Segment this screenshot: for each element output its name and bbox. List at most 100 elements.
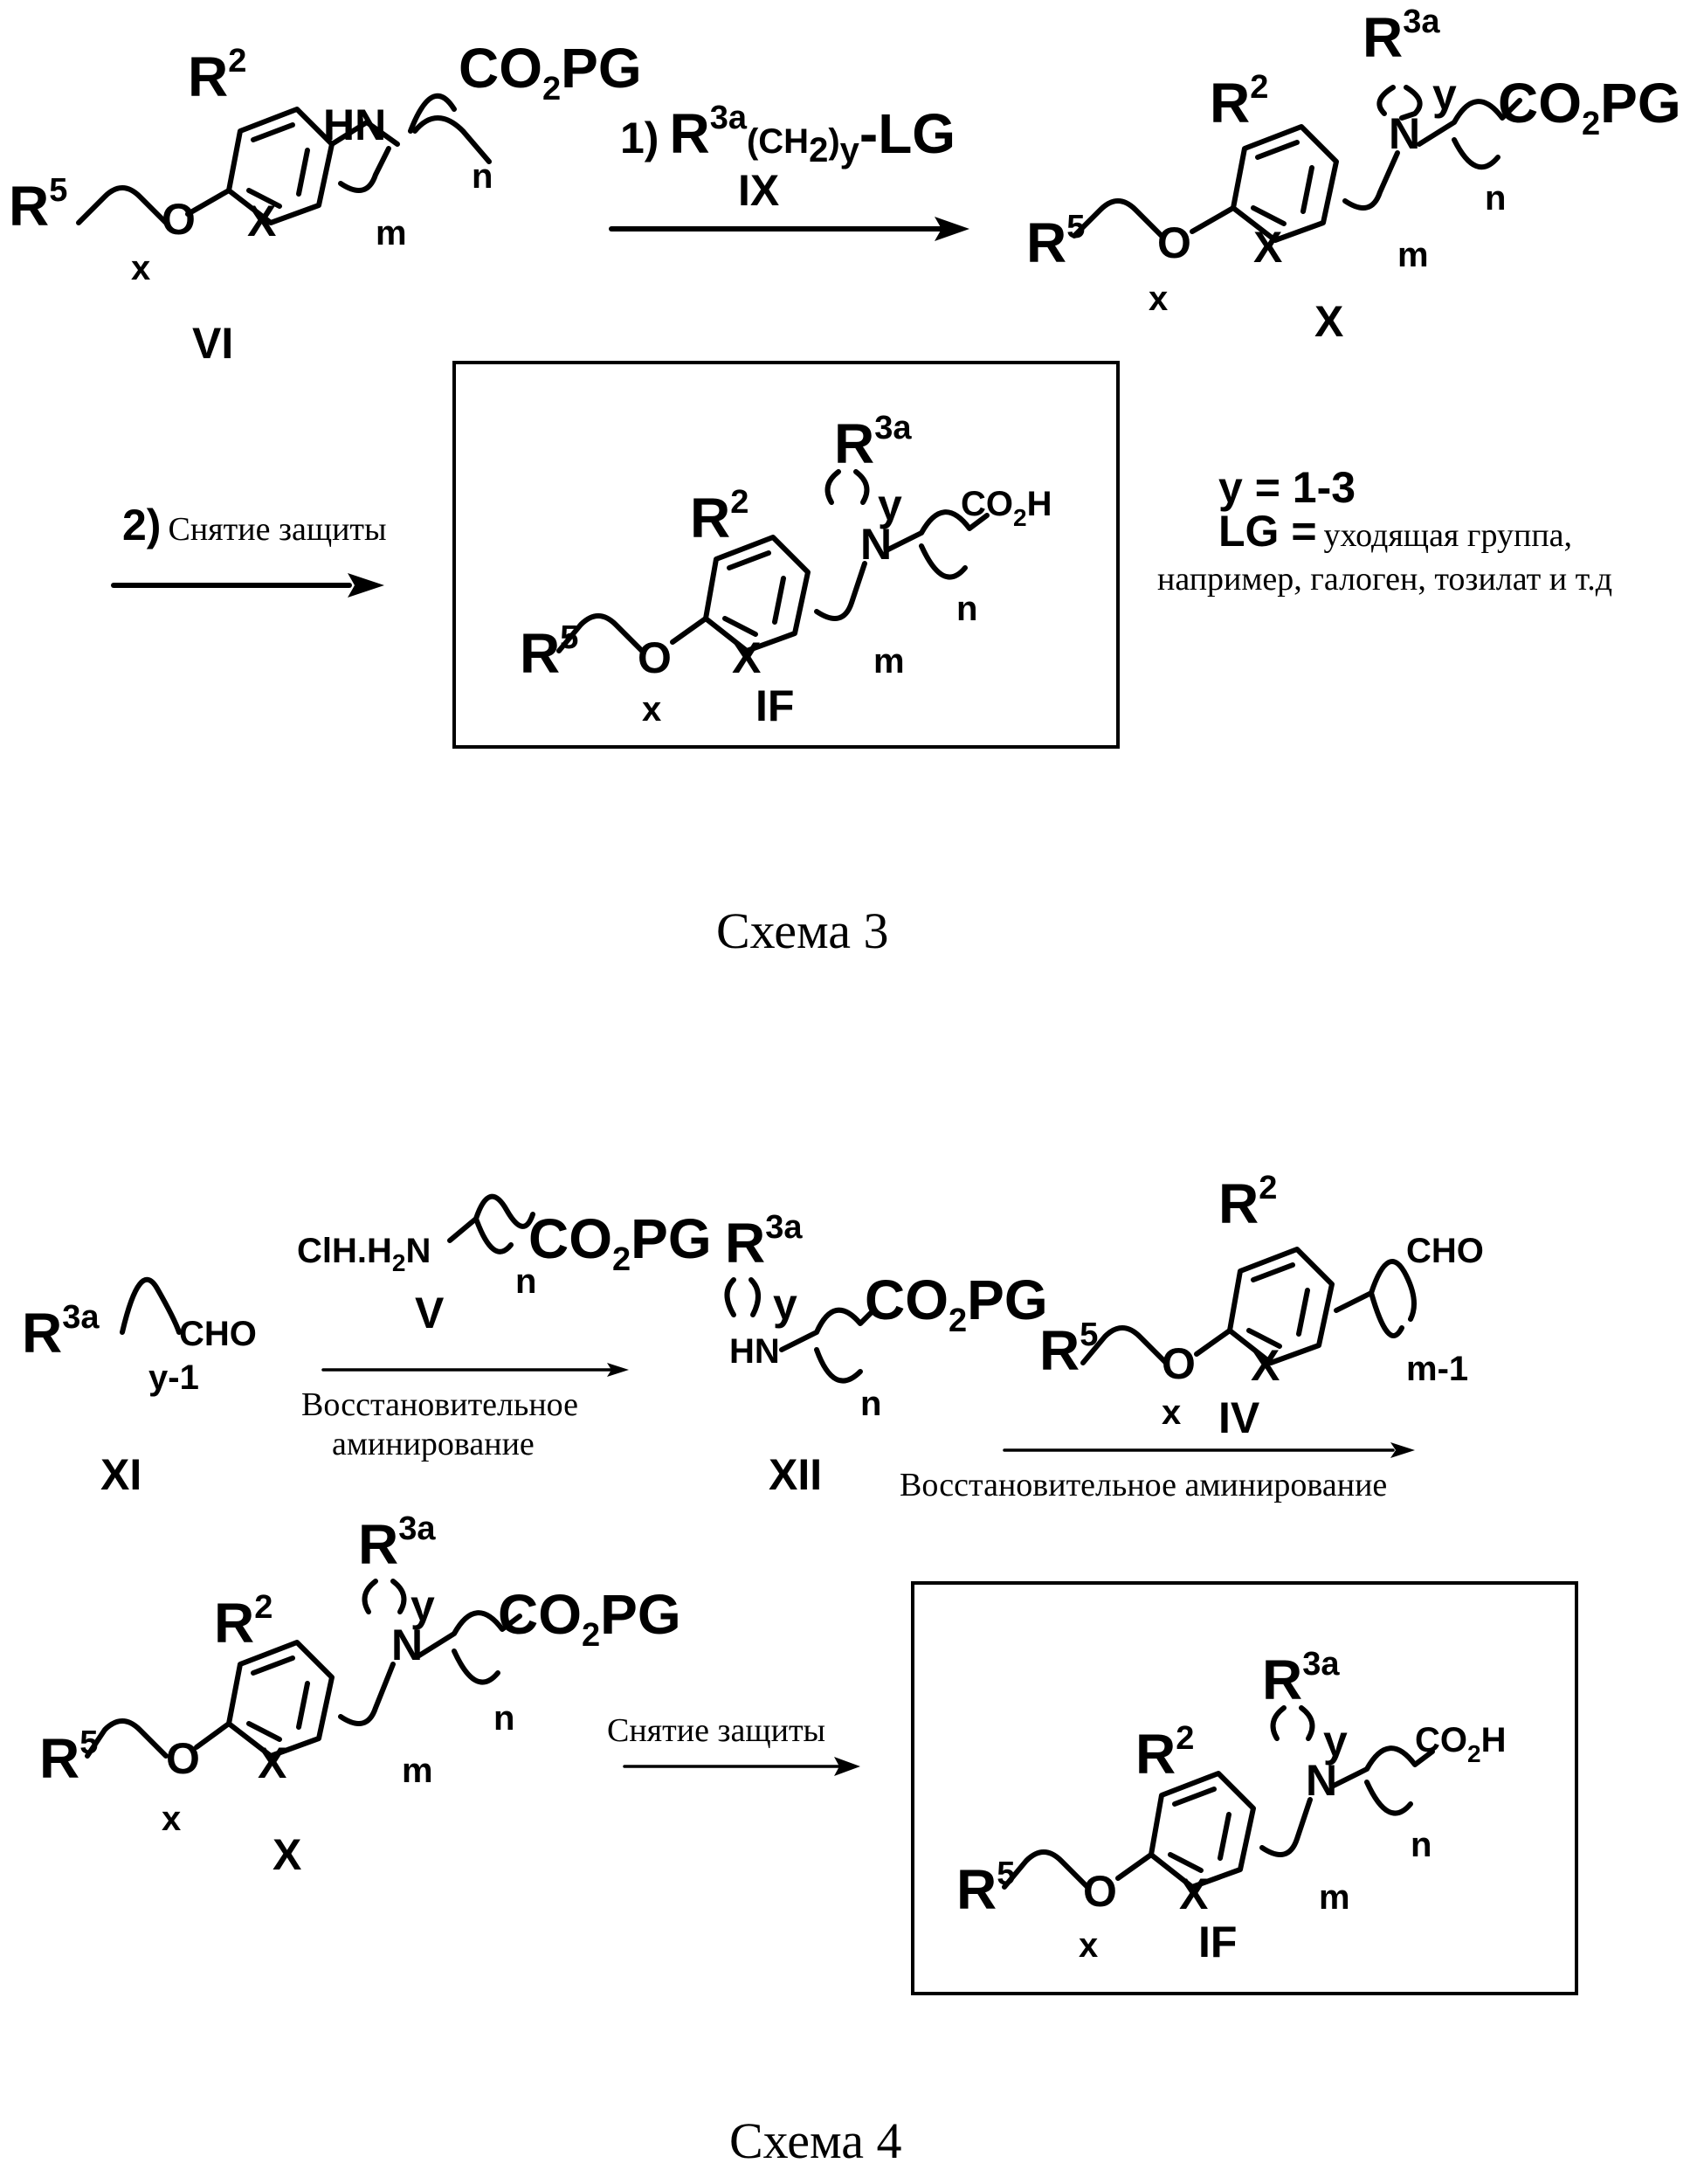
arrow-label: Восстановительное аминирование	[900, 1467, 1387, 1503]
arrow-deprotection: Снятие защиты	[607, 1712, 860, 1776]
ester-group: CO2PG	[498, 1583, 681, 1654]
arrow-head	[348, 573, 384, 598]
amine-label: N	[1306, 1756, 1337, 1805]
ester-group: CO2PG	[865, 1268, 1048, 1339]
amine-salt: ClH.H2N	[297, 1232, 431, 1276]
chain-lower	[476, 1219, 511, 1252]
compound-id: IF	[1198, 1918, 1237, 1966]
arrow-label-line2: аминирование	[332, 1426, 535, 1462]
amine-label: N	[860, 520, 892, 569]
r3a-label: R3a	[1363, 3, 1440, 69]
compound-id: IF	[755, 681, 794, 730]
oxygen-label: O	[1083, 1867, 1117, 1916]
arrow-label: Снятие защиты	[607, 1712, 825, 1749]
arrow-step-1: 1)R3a(CH2)y-LG IX	[611, 100, 969, 241]
compound-X: R3a y N CO2PG n R2 R5 O x X m X	[1026, 3, 1681, 346]
oxy-chain	[79, 188, 229, 223]
y-index: y	[1432, 70, 1457, 119]
oxy-chain	[87, 1721, 229, 1756]
r2-label: R2	[1135, 1720, 1194, 1786]
oxygen-label: O	[1162, 1339, 1196, 1388]
oxy-chain	[1004, 1852, 1151, 1887]
m-index: m	[873, 642, 905, 681]
m-bridge	[1262, 1800, 1310, 1855]
y-chain	[728, 1280, 759, 1315]
y-chain	[1273, 1708, 1313, 1738]
oxy-chain	[1083, 1328, 1230, 1363]
compound-XI: R3a CHO y-1 XI	[22, 1280, 257, 1499]
m-bridge	[817, 563, 865, 619]
scheme-3-caption: Схема 3	[716, 902, 889, 959]
compound-VI: R5 O x X R2 HN m n CO2PG VI	[9, 37, 642, 368]
x-index: x	[1149, 280, 1168, 318]
ring-x-label: X	[258, 1738, 286, 1787]
y1-index: y-1	[148, 1358, 199, 1397]
ring-double-bond	[725, 553, 783, 634]
r2-label: R2	[188, 43, 246, 108]
compound-id: IV	[1218, 1393, 1260, 1442]
ring-double-bond	[249, 1658, 307, 1739]
compound-id: X	[273, 1830, 301, 1879]
oxy-chain	[559, 616, 706, 651]
ester-group: CO2PG	[1498, 72, 1681, 142]
x-index: x	[642, 690, 661, 729]
r3a-label: R3a	[358, 1510, 436, 1576]
oxygen-label: O	[1157, 218, 1191, 267]
scheme-4: R3a CHO y-1 XI ClH.H2N CO2PG n V Восстан…	[22, 1170, 1576, 2169]
scheme-3-notes: y = 1-3 LG =уходящая группа, например, г…	[1157, 463, 1612, 598]
amine-label: N	[391, 1621, 423, 1669]
r5-label: R5	[39, 1724, 98, 1790]
r3a-label: R3a	[834, 410, 912, 475]
compound-IF: R3a y N CO2H n R2 R5 O x X m IF	[520, 410, 1052, 730]
compound-IV: R2 CHO m-1 R5 O x X IV	[1039, 1170, 1484, 1442]
lg-definition: LG =уходящая группа,	[1218, 507, 1572, 556]
arrow-reductive-amination-2: Восстановительное аминирование	[900, 1442, 1415, 1503]
compound-X: R3a y N CO2PG n R2 R5 O x X m X	[39, 1510, 681, 1879]
ring-double-bond	[249, 125, 307, 206]
r2-label: R2	[1218, 1170, 1277, 1235]
cho-label: CHO	[1406, 1232, 1484, 1270]
ring-x-label: X	[247, 197, 276, 245]
oxy-chain	[1074, 201, 1233, 236]
compound-id: VI	[192, 319, 233, 368]
product-box	[913, 1583, 1576, 1994]
r2-label: R2	[214, 1589, 273, 1655]
n-index: n	[472, 157, 493, 196]
amine-label: HN	[729, 1332, 780, 1371]
chain	[450, 1197, 533, 1241]
amine-label: N	[1389, 109, 1420, 158]
compound-id: V	[415, 1289, 445, 1337]
x-index: x	[1079, 1926, 1098, 1965]
m-bridge	[341, 1664, 393, 1724]
y-index: y	[773, 1280, 797, 1329]
acid-group: CO2H	[1415, 1721, 1506, 1767]
ring-x-label: X	[1251, 1341, 1280, 1390]
n-index: n	[1485, 179, 1506, 218]
n-index: n	[1411, 1826, 1431, 1864]
r5-label: R5	[1026, 209, 1085, 274]
oxygen-label: O	[166, 1734, 200, 1783]
n-index: n	[493, 1699, 514, 1738]
arrow-reductive-amination-1: Восстановительное аминирование	[301, 1363, 629, 1462]
lg-examples: например, галоген, тозилат и т.д	[1157, 561, 1612, 598]
ring-double-bond	[1170, 1789, 1229, 1870]
cho-chain	[1336, 1261, 1414, 1336]
m-index: m	[376, 214, 407, 252]
x-index: x	[162, 1800, 181, 1838]
arrow-step-2: 2)Снятие защиты	[114, 501, 387, 598]
r3a-label: R3a	[1262, 1646, 1340, 1711]
n-index: n	[860, 1385, 881, 1423]
compound-id: XII	[769, 1450, 822, 1499]
ring-double-bond	[1249, 1265, 1307, 1346]
compound-XII: R3a y HN CO2PG n XII	[725, 1209, 1048, 1499]
ester-group: CO2PG	[459, 37, 642, 107]
r2-label: R2	[690, 484, 749, 549]
r5-label: R5	[9, 172, 67, 238]
r5-label: R5	[956, 1856, 1015, 1921]
arrow-label-line1: Восстановительное	[301, 1386, 578, 1423]
n-index: n	[956, 590, 977, 628]
m-index: m	[402, 1752, 433, 1790]
y-chain	[365, 1581, 404, 1612]
ester-group: CO2PG	[528, 1207, 712, 1278]
